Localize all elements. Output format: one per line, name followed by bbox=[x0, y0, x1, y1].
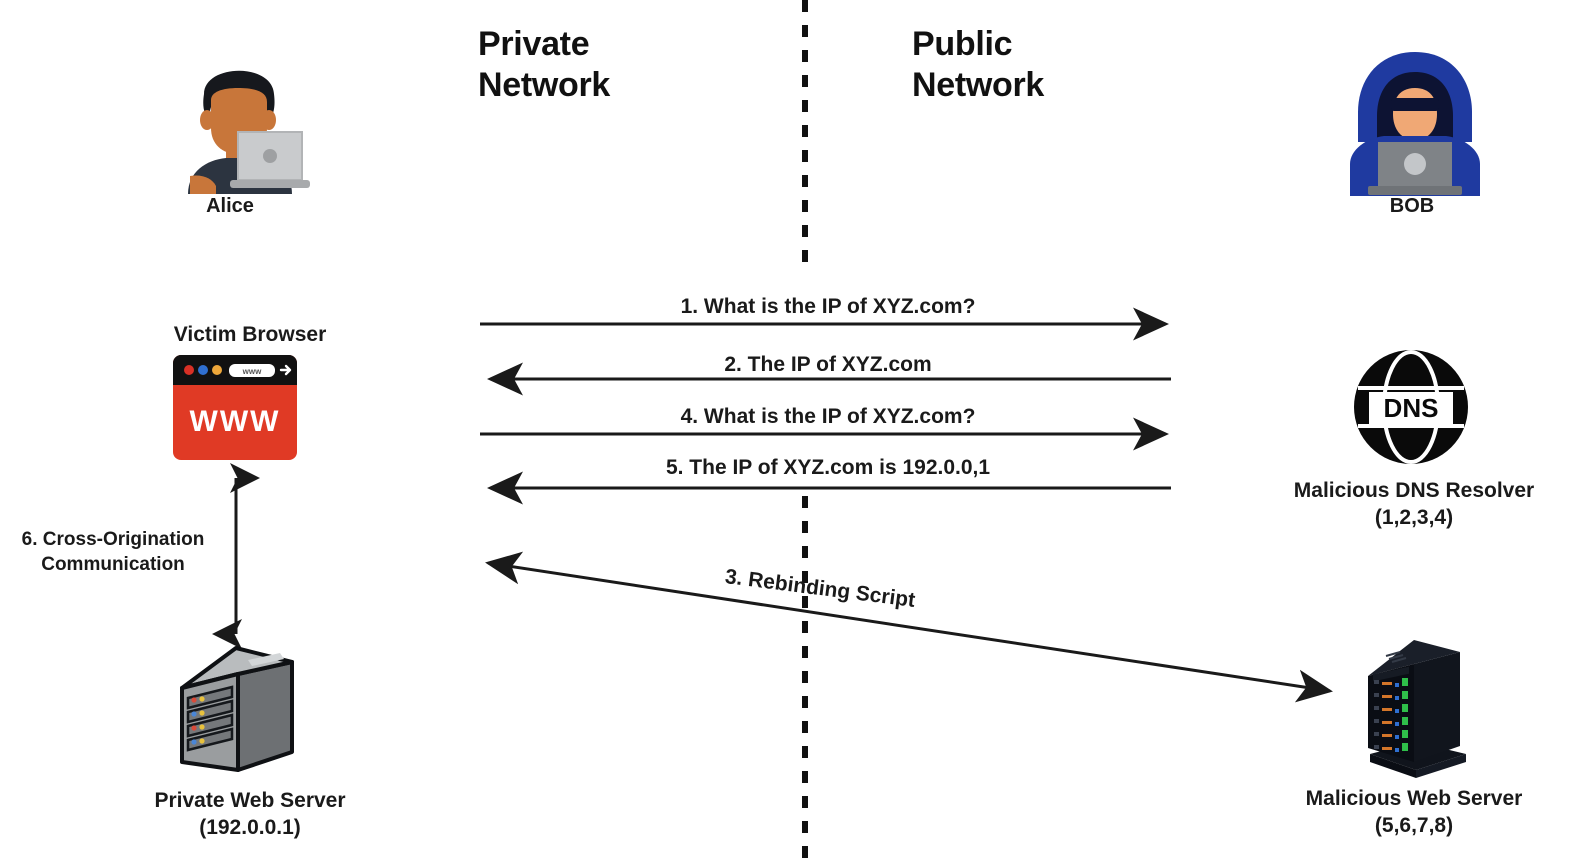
message-label-6: 6. Cross-Origination Communication bbox=[21, 529, 205, 575]
entity-label-bob: BOB bbox=[1389, 195, 1435, 217]
zone-title-public: Public Network bbox=[912, 25, 1045, 105]
dns-globe-icon: DNS bbox=[1352, 348, 1470, 466]
network-divider-top bbox=[802, 0, 808, 272]
entity-label-alice: Alice bbox=[206, 195, 254, 217]
cross-origin-arrow bbox=[212, 463, 260, 649]
web-browser-window-icon: www WWW bbox=[173, 355, 297, 460]
message-label-1: 1. What is the IP of XYZ.com? bbox=[680, 295, 976, 318]
person-with-laptop-icon bbox=[168, 48, 318, 194]
message-label-4: 4. What is the IP of XYZ.com? bbox=[680, 405, 976, 428]
message-label-2: 2. The IP of XYZ.com bbox=[724, 353, 932, 376]
browser-url-text: www bbox=[242, 367, 262, 376]
entity-label-dns-resolver: Malicious DNS Resolver (1,2,3,4) bbox=[1293, 479, 1535, 529]
browser-www-text: WWW bbox=[190, 405, 281, 438]
entity-label-malicious-web-server: Malicious Web Server (5,6,7,8) bbox=[1305, 787, 1523, 837]
arrow-msg-3 bbox=[485, 551, 1333, 703]
zone-title-private: Private Network bbox=[478, 25, 611, 105]
dns-icon-text: DNS bbox=[1384, 393, 1439, 423]
entity-label-private-web-server: Private Web Server (192.0.0.1) bbox=[154, 789, 346, 839]
server-tower-icon bbox=[172, 640, 300, 782]
message-label-5: 5. The IP of XYZ.com is 192.0.0,1 bbox=[665, 456, 991, 479]
server-rack-dark-icon bbox=[1356, 634, 1474, 780]
entity-label-victim-browser: Victim Browser bbox=[173, 323, 327, 346]
hacker-hoodie-icon bbox=[1340, 46, 1490, 196]
